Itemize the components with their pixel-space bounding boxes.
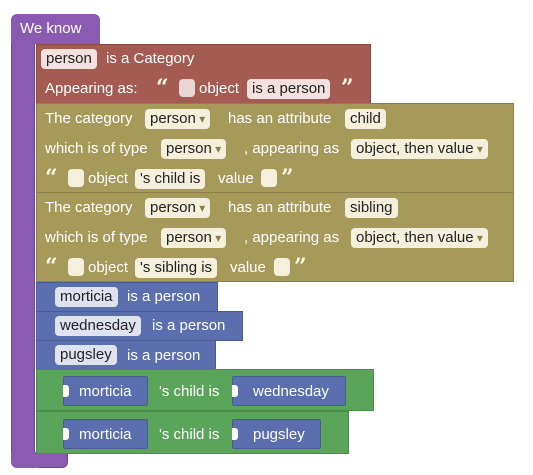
close-quote-icon: ” <box>294 254 307 280</box>
subject-block[interactable] <box>63 376 148 406</box>
category-name-field[interactable]: person <box>41 49 97 69</box>
phrase-field[interactable]: 's sibling is <box>135 258 218 278</box>
is-a-category-label: is a Category <box>106 50 195 67</box>
object-block[interactable] <box>232 376 346 406</box>
value-label: value <box>218 170 254 187</box>
instance-name-field[interactable]: wednesday <box>55 316 141 336</box>
instance-suffix-label: is a person <box>127 347 201 364</box>
value-slot[interactable] <box>261 169 277 187</box>
open-quote-icon: “ <box>45 165 58 191</box>
appearance-text-field[interactable]: is a person <box>247 79 331 99</box>
category-dropdown[interactable]: person <box>145 109 211 129</box>
appearing-as-label: , appearing as <box>244 140 340 157</box>
the-category-label: The category <box>45 110 133 127</box>
which-is-of-type-label: which is of type <box>45 229 148 246</box>
instance-name-field[interactable]: pugsley <box>55 345 117 365</box>
puzzle-notch <box>63 385 69 397</box>
object-label: object <box>88 170 129 187</box>
attribute-name-field[interactable]: sibling <box>345 198 398 218</box>
we-know-title: We know <box>20 20 82 37</box>
phrase-field[interactable]: 's child is <box>135 169 206 189</box>
appearing-as-dropdown[interactable]: object, then value <box>351 139 488 159</box>
relation-label: 's child is <box>159 426 220 443</box>
instance-suffix-label: is a person <box>127 288 201 305</box>
object-slot[interactable] <box>68 169 84 187</box>
type-dropdown[interactable]: person <box>161 228 227 248</box>
open-quote-icon: “ <box>45 254 58 280</box>
instance-suffix-label: is a person <box>152 317 226 334</box>
object-slot[interactable] <box>179 79 195 97</box>
instance-name-field[interactable]: morticia <box>55 287 118 307</box>
relation-label: 's child is <box>159 383 220 400</box>
value-label: value <box>230 259 266 276</box>
object-value-label: pugsley <box>253 426 305 443</box>
puzzle-notch <box>232 428 238 440</box>
the-category-label: The category <box>45 199 133 216</box>
subject-label: morticia <box>79 426 132 443</box>
type-dropdown[interactable]: person <box>161 139 227 159</box>
puzzle-notch <box>232 385 238 397</box>
appearing-as-label: , appearing as <box>244 229 340 246</box>
has-attribute-label: has an attribute <box>228 110 332 127</box>
object-slot[interactable] <box>68 258 84 276</box>
open-quote-icon: “ <box>156 75 169 101</box>
we-know-container[interactable] <box>11 40 35 460</box>
appearing-as-label: Appearing as: <box>45 80 138 97</box>
subject-label: morticia <box>79 383 132 400</box>
object-block[interactable] <box>232 419 321 449</box>
puzzle-notch <box>63 428 69 440</box>
object-label: object <box>88 259 129 276</box>
subject-block[interactable] <box>63 419 148 449</box>
value-slot[interactable] <box>274 258 290 276</box>
object-label: object <box>199 80 240 97</box>
category-dropdown[interactable]: person <box>145 198 211 218</box>
which-is-of-type-label: which is of type <box>45 140 148 157</box>
object-value-label: wednesday <box>253 383 329 400</box>
attribute-name-field[interactable]: child <box>345 109 386 129</box>
close-quote-icon: ” <box>281 165 294 191</box>
has-attribute-label: has an attribute <box>228 199 332 216</box>
appearing-as-dropdown[interactable]: object, then value <box>351 228 488 248</box>
close-quote-icon: ” <box>341 75 354 101</box>
